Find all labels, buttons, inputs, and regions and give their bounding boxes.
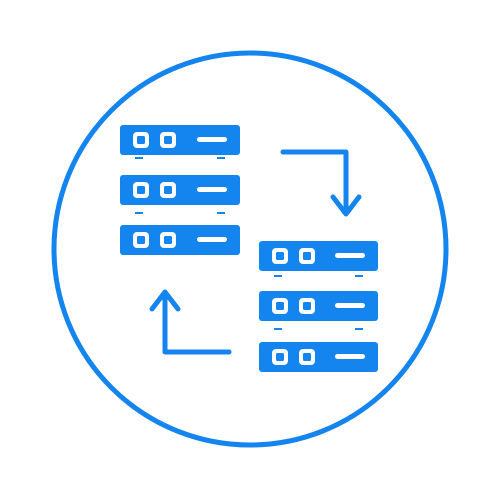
rack-connector [355,328,363,330]
return-transfer-arrow-icon [149,289,232,355]
rack-connector [355,275,363,277]
server-unit [259,241,378,271]
rack-connector [274,328,282,330]
forward-transfer-arrow-icon [280,149,362,217]
server-unit [259,342,378,372]
server-unit [120,175,240,205]
server-unit [120,225,240,255]
target-server-stack [259,241,378,372]
rack-connector [217,212,225,214]
server-unit [120,125,240,155]
rack-connector [274,275,282,277]
source-server-stack [120,125,240,255]
rack-connector [135,212,143,214]
rack-connector [135,157,143,159]
server-unit [259,291,378,321]
rack-connector [217,157,225,159]
outer-ring [51,50,449,448]
